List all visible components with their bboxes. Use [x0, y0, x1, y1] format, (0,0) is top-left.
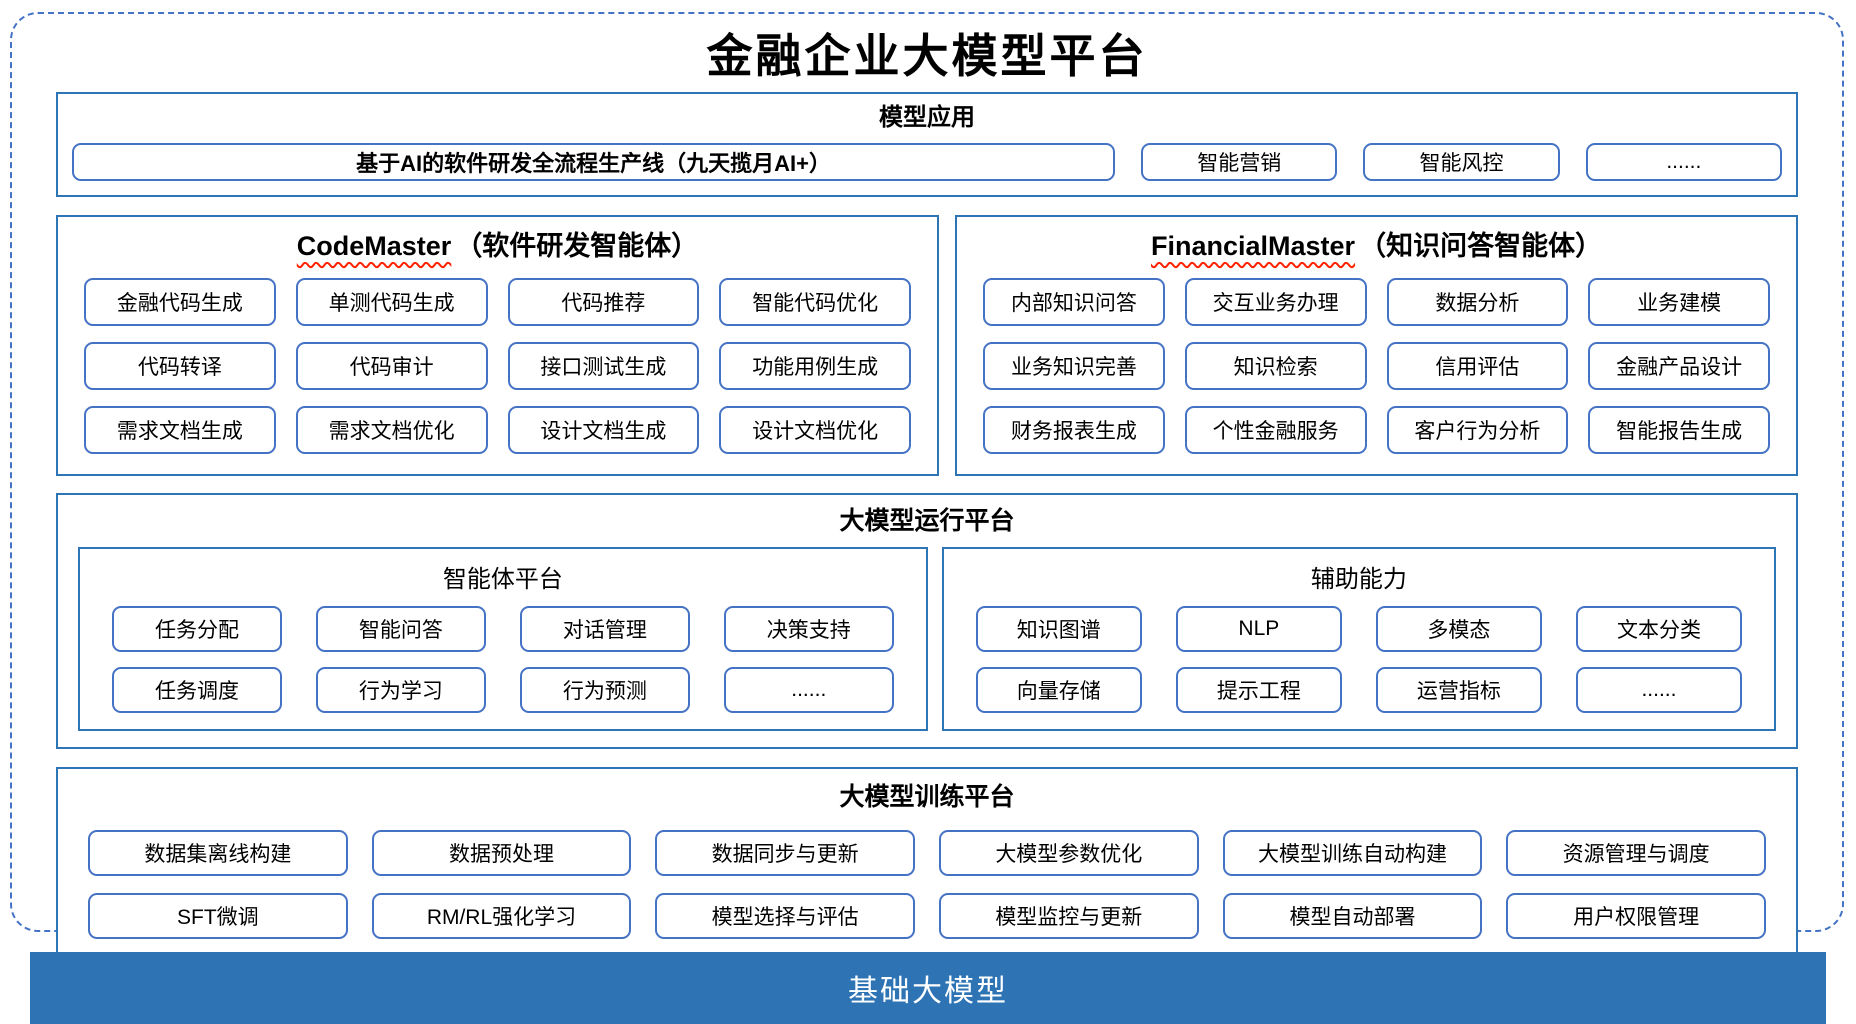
- financialmaster-capability-pill: 信用评估: [1386, 341, 1569, 390]
- foundation-model-label: 基础大模型: [848, 975, 1008, 1008]
- agent-platform-pill: 任务分配: [112, 606, 282, 653]
- agent-platform-pill: 任务调度: [112, 667, 282, 714]
- codemaster-capability-pill: 需求文档优化: [295, 405, 488, 454]
- codemaster-capability-pill: 功能用例生成: [719, 341, 912, 390]
- financialmaster-capability-pill: 业务知识完善: [983, 341, 1165, 390]
- platform-outer-dashed-frame: 金融企业大模型平台 模型应用 基于AI的软件研发全流程生产线（九天揽月AI+） …: [10, 12, 1844, 963]
- financialmaster-capability-pill: 金融产品设计: [1588, 341, 1770, 390]
- agent-platform-pill: 智能问答: [315, 606, 486, 653]
- aux-capability-pill: ......: [1575, 667, 1742, 714]
- financialmaster-title-en: FinancialMaster: [1151, 230, 1356, 261]
- runtime-row: 智能体平台 任务分配智能问答对话管理决策支持任务调度行为学习行为预测......…: [78, 547, 1776, 732]
- agent-platform-title: 智能体平台: [442, 566, 563, 594]
- codemaster-capability-pill: 金融代码生成: [84, 277, 276, 326]
- codemaster-capability-pill: 代码审计: [295, 341, 488, 390]
- codemaster-capability-pill: 接口测试生成: [507, 341, 700, 390]
- codemaster-capability-pill: 设计文档优化: [719, 405, 912, 454]
- section-training-header: 大模型训练平台: [839, 783, 1015, 812]
- training-grid: 数据集离线构建数据预处理数据同步与更新大模型参数优化大模型训练自动构建资源管理与…: [88, 829, 1766, 939]
- financialmaster-capability-grid: 内部知识问答交互业务办理数据分析业务建模业务知识完善知识检索信用评估金融产品设计…: [975, 277, 1778, 454]
- model-app-pill: 智能营销: [1141, 142, 1338, 181]
- agent-platform-pill: 决策支持: [723, 606, 894, 653]
- training-capability-pill: 模型自动部署: [1222, 892, 1483, 939]
- section-runtime-platform: 大模型运行平台 智能体平台 任务分配智能问答对话管理决策支持任务调度行为学习行为…: [56, 492, 1798, 750]
- agent-platform-pill: 对话管理: [519, 606, 690, 653]
- financialmaster-capability-pill: 财务报表生成: [983, 405, 1165, 454]
- model-app-pill: ......: [1585, 142, 1782, 181]
- section-model-apps-header: 模型应用: [879, 103, 975, 131]
- codemaster-title: CodeMaster（软件研发智能体）: [76, 229, 919, 264]
- financialmaster-capability-pill: 个性金融服务: [1184, 405, 1367, 454]
- model-apps-small-list: 智能营销智能风控......: [1141, 142, 1782, 181]
- financialmaster-capability-pill: 交互业务办理: [1184, 277, 1367, 326]
- codemaster-title-zh: （软件研发智能体）: [455, 230, 699, 261]
- training-capability-pill: 数据集离线构建: [88, 829, 348, 876]
- training-capability-pill: 模型监控与更新: [938, 892, 1199, 939]
- training-capability-pill: 资源管理与调度: [1506, 829, 1766, 876]
- financialmaster-capability-pill: 知识检索: [1184, 341, 1367, 390]
- codemaster-capability-pill: 代码推荐: [507, 277, 700, 326]
- model-app-pill: 智能风控: [1363, 142, 1560, 181]
- aux-capability-pill: 提示工程: [1175, 667, 1342, 714]
- section-model-apps: 模型应用 基于AI的软件研发全流程生产线（九天揽月AI+） 智能营销智能风控..…: [56, 91, 1798, 197]
- agent-platform-box: 智能体平台 任务分配智能问答对话管理决策支持任务调度行为学习行为预测......: [78, 547, 928, 732]
- aux-capabilities-grid: 知识图谱 NLP 多模态文本分类向量存储提示工程运营指标......: [972, 606, 1746, 714]
- financialmaster-capability-pill: 内部知识问答: [983, 277, 1165, 326]
- training-capability-pill: 用户权限管理: [1506, 892, 1766, 939]
- training-capability-pill: 大模型训练自动构建: [1222, 829, 1483, 876]
- aux-capabilities-title: 辅助能力: [1310, 566, 1407, 594]
- section-training-platform: 大模型训练平台 数据集离线构建数据预处理数据同步与更新大模型参数优化大模型训练自…: [56, 767, 1798, 963]
- training-capability-pill: 大模型参数优化: [938, 829, 1199, 876]
- financialmaster-title-zh: （知识问答智能体）: [1359, 230, 1603, 261]
- training-capability-pill: 数据同步与更新: [655, 829, 915, 876]
- aux-capability-pill: 多模态: [1375, 606, 1542, 653]
- aux-capability-pill: 知识图谱: [975, 606, 1142, 653]
- model-apps-row: 基于AI的软件研发全流程生产线（九天揽月AI+） 智能营销智能风控......: [70, 142, 1784, 181]
- codemaster-capability-pill: 智能代码优化: [719, 277, 912, 326]
- aux-capabilities-box: 辅助能力 知识图谱 NLP 多模态文本分类向量存储提示工程运营指标......: [941, 547, 1776, 732]
- codemaster-title-en: CodeMaster: [296, 230, 452, 261]
- training-capability-pill: 数据预处理: [371, 829, 632, 876]
- training-capability-pill: 模型选择与评估: [655, 892, 915, 939]
- training-capability-pill: SFT微调: [88, 892, 348, 939]
- aux-capability-pill: NLP: [1175, 606, 1342, 653]
- agent-platform-pill: 行为预测: [519, 667, 690, 714]
- financialmaster-capability-pill: 客户行为分析: [1386, 405, 1569, 454]
- agent-platform-pill: ......: [723, 667, 894, 714]
- codemaster-capability-pill: 代码转译: [84, 341, 276, 390]
- codemaster-capability-pill: 需求文档生成: [84, 405, 276, 454]
- financialmaster-box: FinancialMaster（知识问答智能体） 内部知识问答交互业务办理数据分…: [955, 214, 1798, 476]
- financialmaster-capability-pill: 智能报告生成: [1588, 405, 1770, 454]
- app-production-line-pill: 基于AI的软件研发全流程生产线（九天揽月AI+）: [72, 142, 1116, 181]
- agent-platform-grid: 任务分配智能问答对话管理决策支持任务调度行为学习行为预测......: [108, 606, 898, 714]
- page-title: 金融企业大模型平台: [706, 31, 1148, 82]
- aux-capability-pill: 向量存储: [975, 667, 1142, 714]
- section-runtime-header: 大模型运行平台: [839, 506, 1015, 535]
- financialmaster-capability-pill: 数据分析: [1386, 277, 1569, 326]
- financialmaster-capability-pill: 业务建模: [1588, 277, 1770, 326]
- codemaster-capability-grid: 金融代码生成单测代码生成代码推荐智能代码优化代码转译代码审计接口测试生成功能用例…: [76, 277, 919, 454]
- aux-capability-pill: 运营指标: [1375, 667, 1542, 714]
- codemaster-capability-pill: 单测代码生成: [295, 277, 488, 326]
- aux-capability-pill: 文本分类: [1575, 606, 1742, 653]
- training-capability-pill: RM/RL强化学习: [371, 892, 632, 939]
- section-agents: CodeMaster（软件研发智能体） 金融代码生成单测代码生成代码推荐智能代码…: [56, 214, 1798, 476]
- foundation-model-bar: 基础大模型: [30, 952, 1826, 1024]
- financialmaster-title: FinancialMaster（知识问答智能体）: [975, 229, 1778, 264]
- agent-platform-pill: 行为学习: [315, 667, 486, 714]
- codemaster-capability-pill: 设计文档生成: [507, 405, 700, 454]
- codemaster-box: CodeMaster（软件研发智能体） 金融代码生成单测代码生成代码推荐智能代码…: [56, 214, 940, 476]
